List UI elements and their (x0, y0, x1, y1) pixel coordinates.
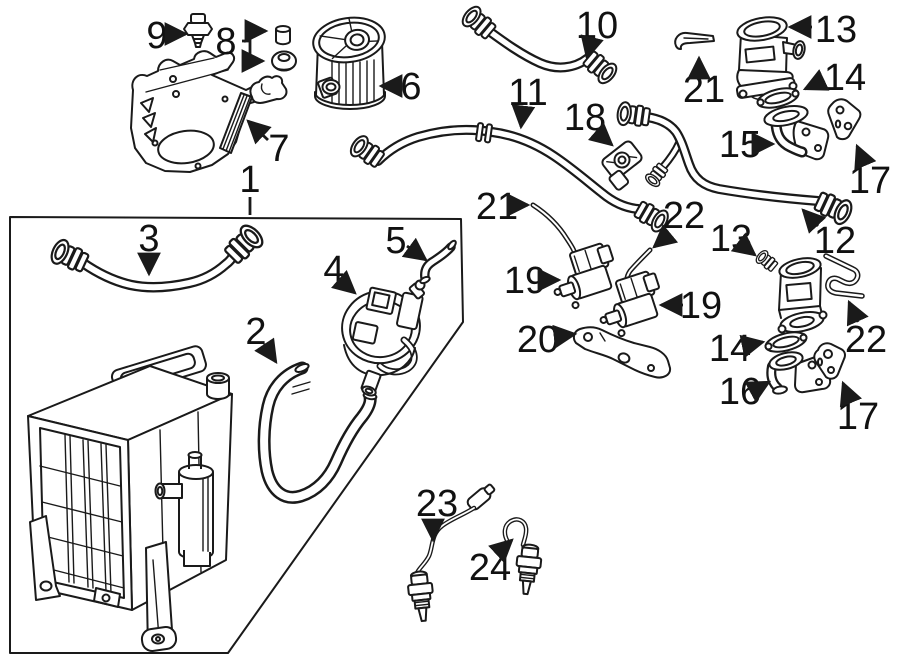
callout-2: 2 (245, 311, 278, 364)
part-24-oxygen-sensor (502, 517, 543, 596)
part-17-plate-top (827, 98, 862, 141)
callout-19-right: 19 (658, 285, 722, 327)
callout-3: 3 (137, 218, 161, 277)
callout-7-label: 7 (268, 128, 289, 170)
part-23-oxygen-sensor (407, 483, 496, 623)
part-21-vacuum-pipe (530, 202, 577, 254)
callout-20-label: 20 (517, 319, 559, 361)
callout-21-top-label: 21 (683, 69, 725, 111)
callout-21-mid-label: 21 (476, 186, 518, 228)
callout-13-top-label: 13 (815, 9, 857, 51)
callout-1: 1 (239, 159, 261, 215)
callout-4: 4 (323, 249, 357, 295)
callout-17-top: 17 (849, 143, 891, 202)
callout-9: 9 (146, 15, 189, 57)
callout-13-mid: 13 (710, 218, 757, 260)
part-17-plate-bottom (813, 342, 846, 380)
part-8-sleeve (275, 25, 291, 46)
part-10-hose (458, 2, 621, 88)
part-18-sensor-bracket (601, 140, 643, 191)
callout-13-mid-label: 13 (710, 218, 752, 260)
callout-19-right-label: 19 (680, 285, 722, 327)
part-5-hose (419, 239, 457, 285)
part-20-bracket (572, 326, 672, 379)
callout-12: 12 (801, 208, 856, 262)
callout-17-bottom: 17 (837, 380, 879, 438)
callout-23: 23 (416, 483, 458, 543)
callout-5-label: 5 (385, 220, 406, 262)
callout-10-label: 10 (576, 5, 618, 47)
callout-1-label: 1 (239, 159, 260, 201)
part-14-gasket-bottom (764, 331, 808, 353)
callout-17-bottom-label: 17 (837, 396, 879, 438)
callout-16-label: 16 (719, 371, 761, 413)
part-19-valve-right (599, 270, 660, 338)
callout-22-mid-label: 22 (663, 195, 705, 237)
callout-15-label: 15 (719, 124, 761, 166)
part-11-hose (346, 122, 673, 236)
callout-17-top-label: 17 (849, 160, 891, 202)
callout-12-label: 12 (814, 220, 856, 262)
part-9-sensor (183, 13, 213, 48)
callouts: 9 8 6 7 1 3 5 4 (137, 5, 891, 589)
callout-23-label: 23 (416, 483, 458, 525)
callout-6: 6 (378, 66, 422, 108)
callout-20: 20 (517, 319, 578, 361)
part-3-hose (47, 220, 268, 293)
callout-21-mid: 21 (476, 186, 531, 228)
callout-8-label: 8 (215, 21, 236, 63)
callout-24-label: 24 (469, 547, 511, 589)
callout-22-right-label: 22 (845, 319, 887, 361)
callout-22-mid: 22 (652, 195, 705, 249)
part-7-bracket (130, 50, 288, 173)
part-13-combi-valve-top (735, 16, 806, 101)
part-8-grommet (271, 50, 297, 72)
part-15-pipe-flange (763, 105, 830, 161)
callout-13-top: 13 (787, 9, 857, 51)
part-19-valve-left (553, 242, 614, 310)
callout-21-top: 21 (683, 55, 725, 111)
callout-16: 16 (719, 371, 772, 413)
callout-4-label: 4 (323, 249, 344, 291)
callout-11: 11 (508, 72, 548, 130)
callout-2-label: 2 (245, 311, 266, 353)
callout-22-right: 22 (845, 299, 887, 361)
callout-7: 7 (246, 119, 290, 170)
part-2-hose (257, 361, 378, 504)
callout-14-bottom: 14 (709, 328, 766, 370)
callout-14-top: 14 (802, 57, 866, 99)
callout-3-label: 3 (138, 218, 159, 260)
callout-19-left: 19 (504, 260, 562, 302)
callout-6-label: 6 (400, 66, 421, 108)
callout-14-top-label: 14 (824, 57, 866, 99)
part-13-combi-valve-mid (753, 247, 828, 334)
callout-14-bottom-label: 14 (709, 328, 751, 370)
callout-8: 8 (215, 19, 269, 73)
callout-5: 5 (385, 220, 428, 262)
part-21-clip (674, 31, 715, 50)
callout-18: 18 (564, 97, 614, 147)
callout-19-left-label: 19 (504, 260, 546, 302)
callout-9-label: 9 (146, 15, 167, 57)
part-14-gasket-top (756, 87, 800, 109)
callout-24: 24 (469, 538, 514, 589)
part-1-charcoal-canister (27, 345, 233, 652)
callout-15: 15 (719, 124, 776, 166)
callout-11-label: 11 (508, 72, 547, 114)
callout-10: 10 (576, 5, 618, 61)
part-12-hose (615, 100, 856, 228)
part-6-secondary-air-pump (312, 16, 386, 110)
part-22-pipe-right (823, 253, 865, 299)
